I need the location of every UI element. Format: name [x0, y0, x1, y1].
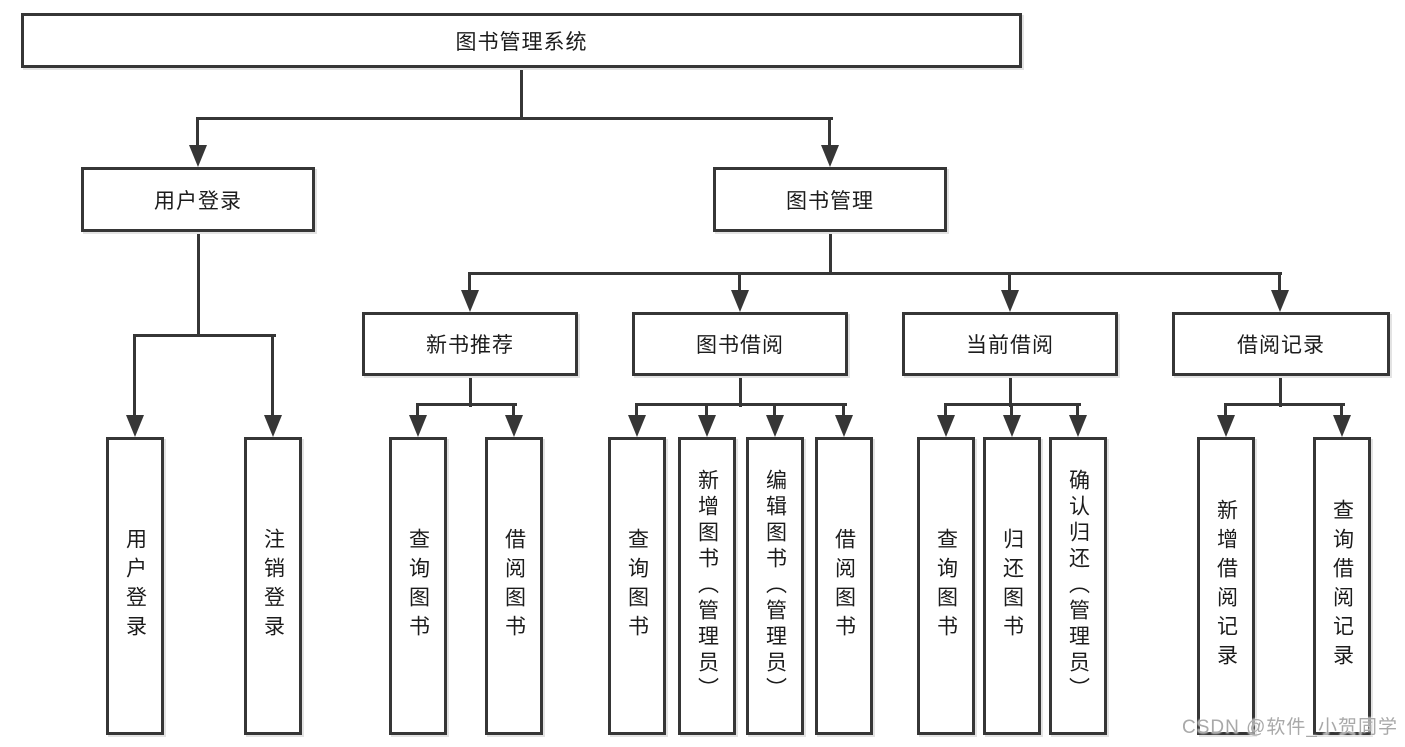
node-new-book-recommendation: 新书推荐 — [362, 312, 578, 376]
leaf-query-books: 查询图书 — [917, 437, 975, 735]
connector-group-drop — [1009, 374, 1012, 407]
leaf-label: 查询图书 — [625, 528, 649, 644]
connector-group-drop — [469, 374, 472, 407]
connector-book-mgmt-drop — [829, 230, 832, 275]
connector-stem — [773, 403, 776, 417]
connector-stem — [738, 272, 741, 292]
leaf-confirm-return-admin: 确认归还（管理员） — [1049, 437, 1107, 735]
leaf-label: 新增图书（管理员） — [695, 469, 719, 703]
leaf-logout: 注销登录 — [244, 437, 302, 735]
leaf-return-books: 归还图书 — [983, 437, 1041, 735]
arrow-head — [1069, 415, 1087, 437]
leaf-query-borrow-record: 查询借阅记录 — [1313, 437, 1371, 735]
node-user-login: 用户登录 — [81, 167, 315, 232]
connector-stem — [635, 403, 638, 417]
leaf-label: 查询图书 — [406, 528, 430, 644]
connector-user-login-drop — [197, 230, 200, 337]
leaf-user-login: 用户登录 — [106, 437, 164, 735]
arrow-head — [628, 415, 646, 437]
arrow-head — [461, 290, 479, 312]
connector-stem — [512, 403, 515, 417]
node-borrowing-records: 借阅记录 — [1172, 312, 1390, 376]
leaf-label: 编辑图书（管理员） — [763, 469, 787, 703]
leaf-label: 查询图书 — [934, 528, 958, 644]
leaf-add-books-admin: 新增图书（管理员） — [678, 437, 736, 735]
leaf-label: 新增借阅记录 — [1214, 499, 1238, 673]
arrow-head — [126, 415, 144, 437]
leaf-label: 借阅图书 — [502, 528, 526, 644]
csdn-watermark: CSDN @软件_小贺同学 — [1182, 717, 1398, 738]
leaf-label: 注销登录 — [261, 528, 285, 644]
connector-stem — [271, 334, 274, 417]
arrow-head — [1217, 415, 1235, 437]
arrow-head — [1001, 290, 1019, 312]
connector-stem — [1340, 403, 1343, 417]
connector-group-drop — [739, 374, 742, 407]
arrow-head — [409, 415, 427, 437]
connector-stem — [1008, 272, 1011, 292]
connector-root-drop — [520, 68, 523, 120]
leaf-add-borrow-record: 新增借阅记录 — [1197, 437, 1255, 735]
connector-group-rail — [636, 403, 847, 406]
node-root-library-system: 图书管理系统 — [21, 13, 1022, 68]
connector-user-login-rail — [134, 334, 276, 337]
connector-stem — [705, 403, 708, 417]
connector-stem — [1076, 403, 1079, 417]
arrow-head — [189, 145, 207, 167]
leaf-label: 确认归还（管理员） — [1066, 469, 1090, 703]
arrow-head — [264, 415, 282, 437]
connector-stem — [468, 272, 471, 292]
connector-stem — [1224, 403, 1227, 417]
node-book-borrowing: 图书借阅 — [632, 312, 848, 376]
arrow-head — [1271, 290, 1289, 312]
arrow-head — [698, 415, 716, 437]
connector-stem — [1010, 403, 1013, 417]
connector-group-rail — [1225, 403, 1345, 406]
leaf-query-books: 查询图书 — [608, 437, 666, 735]
arrow-head — [835, 415, 853, 437]
node-current-borrowing: 当前借阅 — [902, 312, 1118, 376]
connector-level2-rail — [197, 117, 833, 120]
arrow-head — [731, 290, 749, 312]
connector-stem — [133, 334, 136, 417]
connector-stem — [828, 117, 831, 147]
arrow-head — [766, 415, 784, 437]
connector-stem — [944, 403, 947, 417]
leaf-label: 用户登录 — [123, 528, 147, 644]
connector-stem — [416, 403, 419, 417]
arrow-head — [937, 415, 955, 437]
arrow-head — [1333, 415, 1351, 437]
leaf-query-books: 查询图书 — [389, 437, 447, 735]
leaf-label: 借阅图书 — [832, 528, 856, 644]
leaf-borrow-books: 借阅图书 — [485, 437, 543, 735]
arrow-head — [505, 415, 523, 437]
arrow-head — [821, 145, 839, 167]
connector-stem — [842, 403, 845, 417]
connector-group-rail — [417, 403, 517, 406]
node-book-management: 图书管理 — [713, 167, 947, 232]
connector-level3-rail — [469, 272, 1282, 275]
leaf-label: 归还图书 — [1000, 528, 1024, 644]
connector-group-drop — [1279, 374, 1282, 407]
arrow-head — [1003, 415, 1021, 437]
leaf-label: 查询借阅记录 — [1330, 499, 1354, 673]
connector-stem — [1278, 272, 1281, 292]
leaf-edit-books-admin: 编辑图书（管理员） — [746, 437, 804, 735]
connector-group-rail — [945, 403, 1081, 406]
leaf-borrow-books: 借阅图书 — [815, 437, 873, 735]
connector-stem — [196, 117, 199, 147]
